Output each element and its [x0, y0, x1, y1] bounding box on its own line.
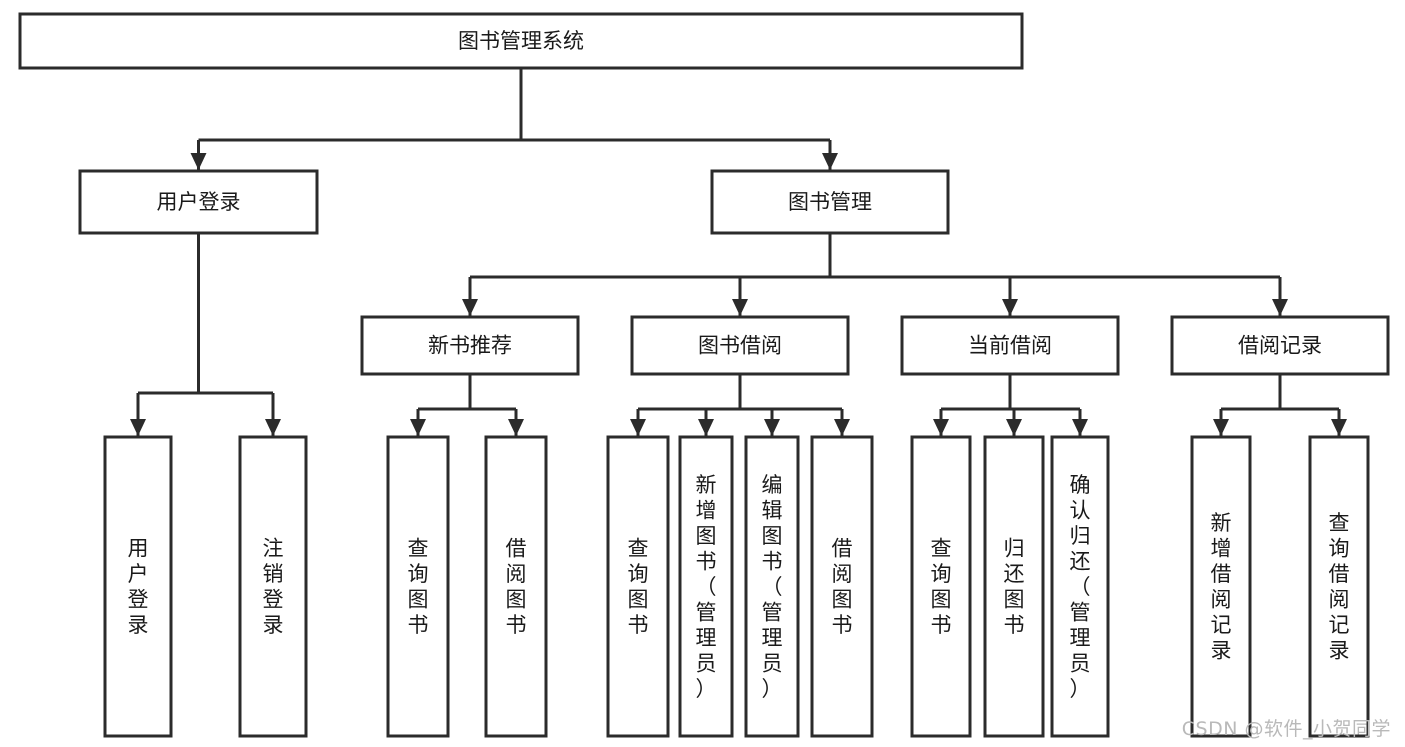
node-label: 用户登录 [128, 537, 149, 638]
node-l3-当前借阅[interactable]: 当前借阅 [900, 315, 1120, 376]
node-label: 当前借阅 [968, 334, 1052, 358]
node-label: 图书管理系统 [458, 29, 584, 53]
node-label: 查询图书 [931, 537, 952, 638]
node-label: 查询借阅记录 [1329, 511, 1350, 663]
node-box[interactable] [360, 315, 580, 376]
arrow-head [698, 419, 714, 436]
arrow-head [1272, 299, 1288, 316]
node-label: 新增图书（管理员） [696, 473, 717, 701]
connector-group-用户登录 [130, 233, 281, 436]
connector-group-图书管理 [462, 233, 1288, 316]
node-label: 注销登录 [263, 537, 284, 638]
node-leaf-借阅图书[interactable]: 借阅图书 [484, 435, 548, 738]
arrow-head [933, 419, 949, 436]
arrow-head [190, 153, 207, 170]
node-box[interactable] [78, 169, 319, 235]
node-leaf-编辑图书管理员[interactable]: 编辑图书（管理员） [744, 435, 800, 738]
arrow-head [410, 419, 426, 436]
node-label: 查询图书 [628, 537, 649, 638]
node-box[interactable] [710, 169, 950, 235]
node-box[interactable] [386, 435, 450, 738]
arrow-head [822, 153, 838, 170]
arrow-head [1213, 419, 1229, 436]
node-box[interactable] [810, 435, 874, 738]
arrow-head [265, 419, 281, 436]
node-leaf-注销登录[interactable]: 注销登录 [238, 435, 308, 738]
connector-group-新书推荐 [410, 374, 524, 436]
node-leaf-新增图书管理员[interactable]: 新增图书（管理员） [678, 435, 734, 738]
node-root-图书管理系统[interactable]: 图书管理系统 [18, 12, 1024, 70]
node-label: 归还图书 [1004, 537, 1025, 638]
connector-group-图书管理系统 [190, 68, 838, 170]
node-box[interactable] [910, 435, 972, 738]
node-leaf-查询图书[interactable]: 查询图书 [606, 435, 670, 738]
node-l2-用户登录[interactable]: 用户登录 [78, 169, 319, 235]
node-label: 借阅图书 [832, 537, 853, 638]
node-leaf-用户登录[interactable]: 用户登录 [103, 435, 173, 738]
arrow-head [508, 419, 524, 436]
node-box[interactable] [900, 315, 1120, 376]
arrow-head [834, 419, 850, 436]
node-box[interactable] [630, 315, 850, 376]
node-box[interactable] [1190, 435, 1252, 738]
arrow-head [462, 299, 478, 316]
node-label: 借阅记录 [1238, 334, 1322, 358]
arrow-head [130, 419, 146, 436]
node-box[interactable] [484, 435, 548, 738]
node-box[interactable] [1170, 315, 1390, 376]
node-label: 查询图书 [408, 537, 429, 638]
node-box[interactable] [1308, 435, 1370, 738]
node-label: 图书管理 [788, 190, 872, 214]
node-leaf-归还图书[interactable]: 归还图书 [983, 435, 1045, 738]
arrow-head [1002, 299, 1018, 316]
connector-group-借阅记录 [1213, 374, 1347, 436]
node-l2-图书管理[interactable]: 图书管理 [710, 169, 950, 235]
connector-group-图书借阅 [630, 374, 850, 436]
arrow-head [764, 419, 780, 436]
arrow-head [1331, 419, 1347, 436]
node-label: 图书借阅 [698, 334, 782, 358]
connector-layer [130, 68, 1347, 436]
node-label: 确认归还（管理员） [1070, 473, 1091, 701]
node-box[interactable] [606, 435, 670, 738]
arrow-head [1072, 419, 1088, 436]
node-l3-借阅记录[interactable]: 借阅记录 [1170, 315, 1390, 376]
node-box[interactable] [1050, 435, 1110, 738]
node-leaf-查询图书[interactable]: 查询图书 [386, 435, 450, 738]
node-leaf-确认归还管理员[interactable]: 确认归还（管理员） [1050, 435, 1110, 738]
node-box[interactable] [103, 435, 173, 738]
node-label: 编辑图书（管理员） [762, 473, 783, 701]
node-leaf-新增借阅记录[interactable]: 新增借阅记录 [1190, 435, 1252, 738]
connector-group-当前借阅 [933, 374, 1088, 436]
node-box[interactable] [983, 435, 1045, 738]
node-label: 新书推荐 [428, 334, 512, 358]
node-box[interactable] [678, 435, 734, 738]
node-label: 用户登录 [157, 190, 241, 214]
node-label: 新增借阅记录 [1211, 511, 1232, 663]
node-box[interactable] [744, 435, 800, 738]
arrow-head [630, 419, 646, 436]
arrow-head [1006, 419, 1022, 436]
node-layer: 图书管理系统用户登录图书管理新书推荐图书借阅当前借阅借阅记录用户登录注销登录查询… [18, 12, 1390, 738]
node-l3-图书借阅[interactable]: 图书借阅 [630, 315, 850, 376]
node-label: 借阅图书 [506, 537, 527, 638]
node-leaf-借阅图书[interactable]: 借阅图书 [810, 435, 874, 738]
node-leaf-查询图书[interactable]: 查询图书 [910, 435, 972, 738]
node-l3-新书推荐[interactable]: 新书推荐 [360, 315, 580, 376]
node-box[interactable] [18, 12, 1024, 70]
node-box[interactable] [238, 435, 308, 738]
arrow-head [732, 299, 748, 316]
node-leaf-查询借阅记录[interactable]: 查询借阅记录 [1308, 435, 1370, 738]
